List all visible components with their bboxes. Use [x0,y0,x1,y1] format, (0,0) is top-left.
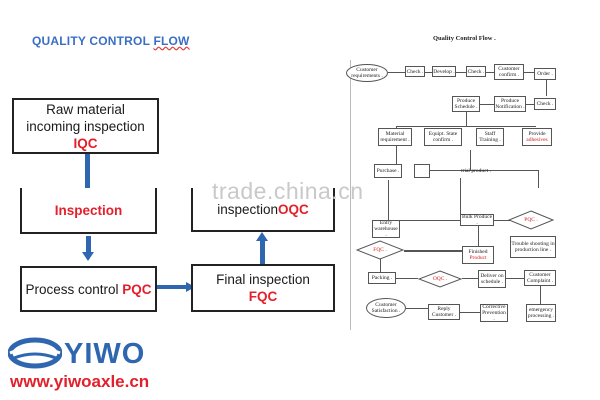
node-check-3: Check . [534,98,556,110]
node-equipment-confirm: Equipt. State confirm . [424,128,462,146]
pqc-mini-label: PQC . [524,217,538,223]
flow-line [406,308,428,309]
node-customer-complaint: Customer Complaint . [524,270,556,286]
iqc-label: IQC [73,135,98,151]
arrow-head-right [186,282,195,292]
flow-line [506,278,524,279]
oqc-mini-label: OQC . [432,276,448,282]
node-unlabeled [414,164,430,178]
flow-line [380,258,381,272]
flow-line [462,278,478,279]
flow-line [538,170,539,188]
oqc-label: OQC [278,201,309,217]
iqc-connector [85,154,90,190]
flow-line [540,284,541,304]
raw-material-line1: Raw material [46,101,125,117]
process-to-final-arrow [157,285,187,289]
fqc-mini-label: FQC . [373,247,387,253]
inspection-label: Inspection [54,202,123,218]
final-inspection-label: Final inspection [216,272,310,287]
node-trouble-shooting: Trouble shooting in production line . [510,236,556,258]
node-check-1: Check . [405,66,425,77]
diagram-title: QUALITY CONTROL FLOW [32,34,190,48]
node-customer-confirm: Customer confirm . [494,64,524,80]
flow-line [350,60,351,330]
final-inspection-box: Final inspection FQC [191,264,335,312]
node-entry-warehouse: Entry warehouse . [372,220,400,238]
finished-red-label: Product [469,255,487,261]
node-check-2: Check . [466,66,486,77]
node-purchase: Purchase . [374,164,402,178]
pqc-label: PQC [122,281,152,297]
diamond-shape [508,210,554,230]
node-develop: Develop . [432,66,456,77]
flow-line [396,126,536,127]
node-trial-product: trial product . [461,168,491,174]
watermark-text: trade.china.cn [212,178,364,204]
node-staff-training: Staff Training . [476,128,504,146]
node-bulk-produce: Bulk Produce . [460,214,494,226]
flow-line [396,278,418,279]
raw-material-line2: incoming inspection [26,118,145,134]
mini-flow-title: Quality Control Flow . [433,35,496,42]
inspection-to-process-arrow [86,236,91,254]
node-material-requirement: Material requirement . [378,128,412,146]
node-deliver: Deliver on schedule . [478,270,506,288]
finished-label: Finished [468,249,488,255]
fqc-label: FQC [248,289,278,304]
flow-line [388,180,389,220]
flow-line [398,220,460,221]
outgoing-inspection-box: inspection OQC [191,188,335,232]
diamond-shape [418,270,462,288]
node-order: Order . [534,68,556,80]
process-control-box: Process control PQC [20,266,157,312]
node-pqc: PQC . [508,210,554,230]
node-corrective-prevention: Corrective Prevention . [480,304,508,322]
inspection-box: Inspection [20,188,157,234]
process-control-label: Process control [25,281,119,297]
node-customer-satisfaction: Customer Satisfaction . [366,298,406,318]
node-produce-notification: Produce Notification . [494,96,526,112]
arrow-head-up [256,232,268,241]
logo-name: YIWO [64,338,146,370]
yiwo-logo-icon [8,337,62,369]
flow-line [466,112,467,126]
node-produce-schedule: Produce Schedule . [452,96,480,112]
flow-line [404,250,462,252]
node-fqc: FQC . [356,240,404,260]
flow-line [430,170,538,171]
title-text: QUALITY CONTROL [32,34,154,48]
diamond-shape [356,240,404,260]
node-reply-customer: Reply Customer . [428,304,460,320]
provide-label: Provide [528,131,546,137]
website-url[interactable]: www.yiwoaxle.cn [10,372,150,391]
flow-line [470,150,471,170]
flow-line [388,72,538,73]
final-to-outgoing-arrow [260,240,265,266]
raw-material-box: Raw material incoming inspection IQC [12,98,159,154]
node-customer-requirements: Customer requirements . [346,64,388,82]
node-packing: Packing . [368,272,396,284]
flow-line [460,178,461,216]
flow-line [460,312,480,313]
arrow-head-down [82,252,94,261]
outgoing-inspection-label: inspection [217,201,279,217]
node-emergency-processing: emergency processing . [526,304,556,322]
node-oqc: OQC . [418,270,462,288]
provide-red-label: adhesives [526,137,548,143]
title-flow-word: FLOW [153,34,190,48]
flow-line [478,226,479,246]
flow-line [546,80,547,96]
flow-line [494,220,510,221]
